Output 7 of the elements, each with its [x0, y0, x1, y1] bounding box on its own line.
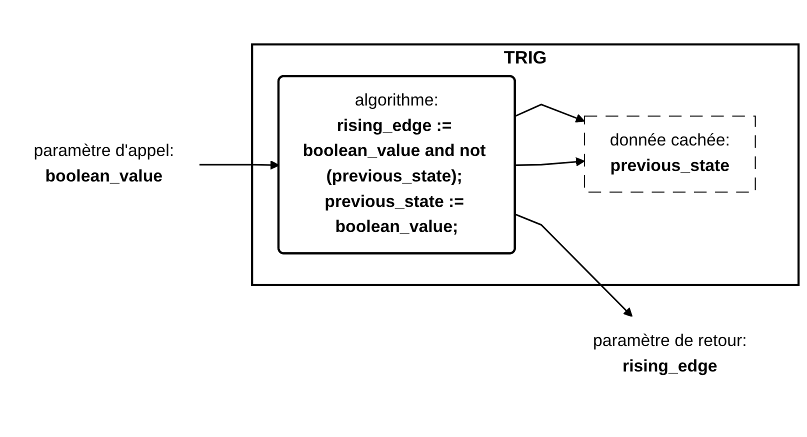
- arrow: [515, 104, 585, 123]
- node-text: paramètre de retour: rising_edge: [592, 332, 747, 376]
- arrow: [199, 160, 280, 170]
- node-box: donnée cachée: previous_state: [584, 116, 756, 193]
- node-text: paramètre d'appel: boolean_value: [34, 142, 174, 186]
- arrow: [515, 214, 633, 318]
- arrow: [515, 157, 585, 166]
